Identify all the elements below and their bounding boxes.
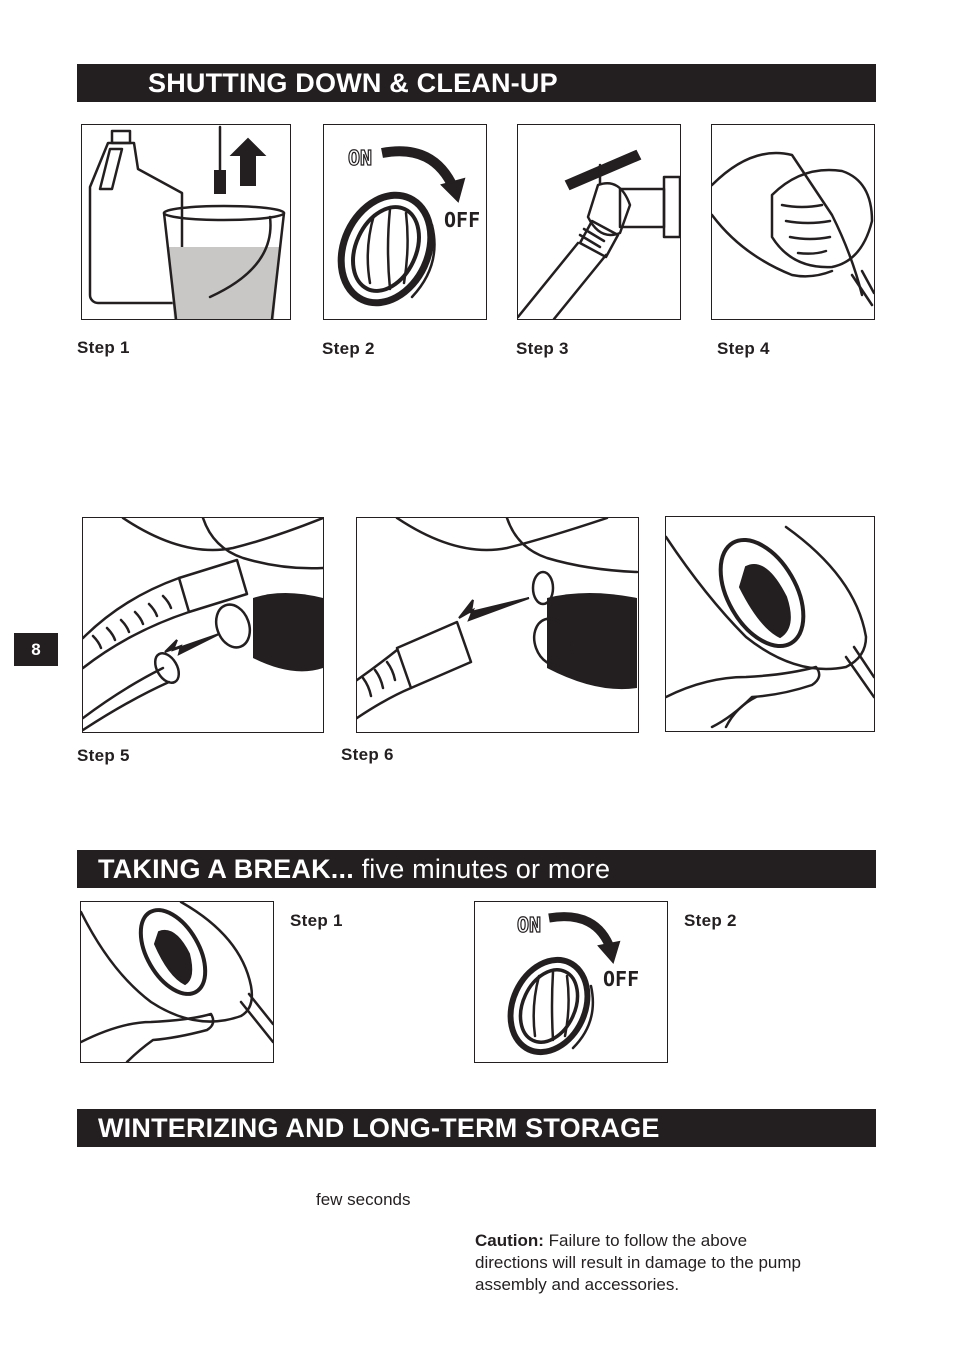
step-label: Step 2 [322,339,375,358]
section-title: WINTERIZING AND LONG-TERM STORAGE [98,1113,660,1143]
section-title-subtitle: five minutes or more [353,854,611,884]
step-5-illustration [82,517,324,733]
dial-off-label: OFF [603,967,639,991]
step-1-illustration [81,124,291,320]
step-3-illustration [517,124,681,320]
step-label: Step 4 [717,339,770,358]
dial-off-label: OFF [444,208,480,232]
step-label: Step 2 [684,911,737,930]
body-text-fragment: few seconds [316,1190,411,1209]
step-label: Step 5 [77,746,130,765]
trigger-lock-illustration [665,516,875,732]
step-4-illustration [711,124,875,320]
section-header-winter: WINTERIZING AND LONG-TERM STORAGE [77,1109,876,1147]
section-title: TAKING A BREAK... five minutes or more [98,853,610,885]
break-step-2-illustration: ON OFF [474,901,668,1063]
step-2-illustration: ON OFF [323,124,487,320]
dial-on-label: ON [348,146,372,170]
section-title-bold: TAKING A BREAK... [98,854,354,884]
step-6-illustration [356,517,639,733]
step-label: Step 1 [77,338,130,357]
section-title: SHUTTING DOWN & CLEAN-UP [148,68,558,98]
dial-on-label: ON [517,913,541,937]
caution-label: Caution: [475,1231,544,1250]
step-label: Step 6 [341,745,394,764]
step-label: Step 3 [516,339,569,358]
caution-note: Caution: Failure to follow the above dir… [475,1230,815,1296]
page-number: 8 [14,633,58,666]
step-label: Step 1 [290,911,343,930]
break-step-1-illustration [80,901,274,1063]
section-header-break: TAKING A BREAK... five minutes or more [77,850,876,888]
section-header-shutdown: SHUTTING DOWN & CLEAN-UP [77,64,876,102]
caution-text: Failure to follow the above directions w… [475,1231,801,1294]
